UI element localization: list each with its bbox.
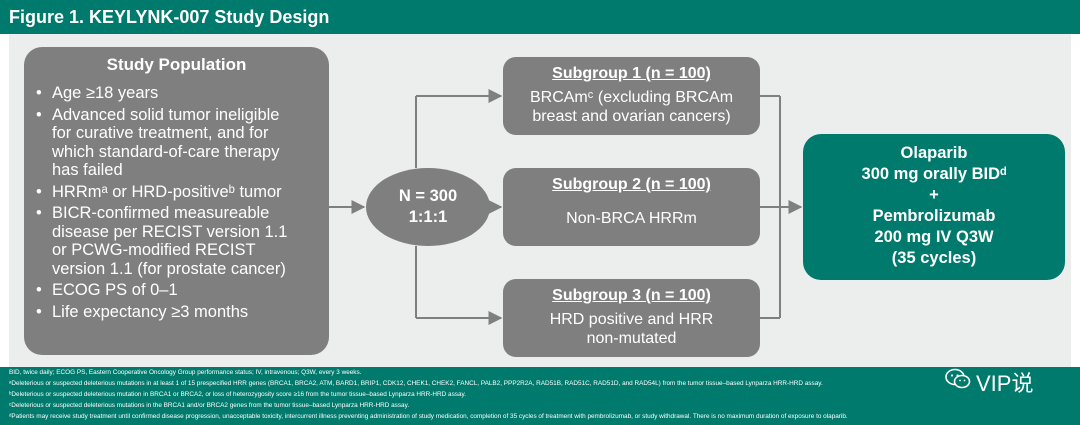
criterion-line: ECOG PS of 0–1 — [52, 281, 178, 299]
watermark-text: VIP说 — [976, 371, 1034, 396]
criterion-line: Advanced solid tumor ineligible — [52, 105, 280, 124]
criterion-item: • Life expectancy ≥3 months — [34, 303, 324, 322]
criterion-line: has failed — [52, 161, 123, 179]
footnote-d: ᵈPatients may receive study treatment un… — [9, 413, 848, 420]
figure-title: Figure 1. KEYLYNK-007 Study Design — [9, 7, 330, 27]
subgroup-1-title: Subgroup 1 (n = 100) — [552, 65, 711, 82]
subgroup-1-box: Subgroup 1 (n = 100) BRCAmᶜ (excluding B… — [503, 57, 760, 135]
study-population-title: Study Population — [106, 55, 247, 74]
criterion-item: • ECOG PS of 0–1 — [34, 281, 324, 300]
subgroup-description-line: BRCAmᶜ (excluding BRCAm — [529, 89, 734, 106]
criterion-line: disease per RECIST version 1.1 — [52, 222, 288, 241]
treatment-drug-2-dose: 200 mg IV Q3W — [874, 228, 994, 246]
bullet-marker: • — [36, 281, 42, 299]
criterion-line: BICR-confirmed measureable — [52, 204, 270, 222]
treatment-drug-1: Olaparib — [900, 144, 968, 162]
subgroup-description-line: non-mutated — [586, 330, 677, 347]
treatment-plus-sign: + — [929, 186, 939, 204]
criterion-line: or PCWG-modified RECIST — [52, 241, 256, 259]
randomization-ellipse: N = 300 1:1:1 — [366, 168, 490, 246]
footnote-abbreviations: BID, twice daily; ECOG PS, Eastern Coope… — [9, 369, 362, 376]
treatment-box: Olaparib 300 mg orally BIDᵈ + Pembrolizu… — [803, 134, 1065, 280]
subgroup-description-line: Non-BRCA HRRm — [566, 210, 697, 227]
criterion-line: HRRmᵃ or HRD-positiveᵇ tumor — [52, 182, 282, 201]
footnote-b: ᵇDeleterious or suspected deleterious mu… — [9, 391, 467, 398]
criterion-line: Life expectancy ≥3 months — [52, 302, 249, 321]
treatment-drug-2: Pembrolizumab — [872, 207, 996, 225]
bullet-marker: • — [36, 302, 42, 321]
criterion-item: • HRRmᵃ or HRD-positiveᵇ tumor — [34, 183, 324, 202]
treatment-drug-1-dose: 300 mg orally BIDᵈ — [861, 165, 1007, 183]
footnote-a: ᵃDeleterious or suspected deleterious mu… — [9, 380, 823, 387]
bullet-marker: • — [36, 204, 42, 222]
subgroup-description-line: breast and ovarian cancers) — [532, 108, 731, 125]
wechat-icon — [945, 368, 971, 389]
bullet-marker: • — [36, 84, 42, 102]
subgroup-3-description: HRD positive and HRR non-mutated — [503, 310, 760, 348]
criterion-line: which standard-of-care therapy — [52, 142, 280, 161]
criterion-line: Age ≥18 years — [52, 84, 159, 102]
subgroup-3-title: Subgroup 3 (n = 100) — [552, 287, 711, 304]
subgroup-1-description: BRCAmᶜ (excluding BRCAm breast and ovaria… — [503, 88, 760, 126]
subgroup-2-box: Subgroup 2 (n = 100) Non-BRCA HRRm — [503, 168, 760, 246]
bullet-marker: • — [36, 105, 42, 124]
criterion-line: for curative treatment, and for — [52, 124, 269, 142]
criterion-item: • Age ≥18 years — [34, 84, 324, 103]
study-population-box: Study Population • Age ≥18 years • Advanced… — [24, 47, 329, 355]
treatment-cycles: (35 cycles) — [891, 249, 977, 267]
subgroup-description-line: HRD positive and HRR — [549, 311, 714, 328]
footnote-c: ᶜDeleterious or suspected deleterious mu… — [9, 402, 410, 409]
eligibility-criteria-list: • Age ≥18 years • Advanced solid tumor inel… — [34, 84, 324, 324]
bullet-marker: • — [36, 182, 42, 201]
figure-header: Figure 1. KEYLYNK-007 Study Design — [0, 0, 1080, 34]
footnotes-area: BID, twice daily; ECOG PS, Eastern Coope… — [0, 367, 1080, 425]
subgroup-2-title: Subgroup 2 (n = 100) — [552, 176, 711, 193]
allocation-ratio-label: 1:1:1 — [408, 208, 448, 226]
subgroup-3-box: Subgroup 3 (n = 100) HRD positive and HR… — [503, 279, 760, 357]
criterion-line: version 1.1 (for prostate cancer) — [52, 259, 286, 278]
sample-size-label: N = 300 — [398, 187, 458, 205]
subgroup-2-description: Non-BRCA HRRm — [503, 209, 760, 228]
